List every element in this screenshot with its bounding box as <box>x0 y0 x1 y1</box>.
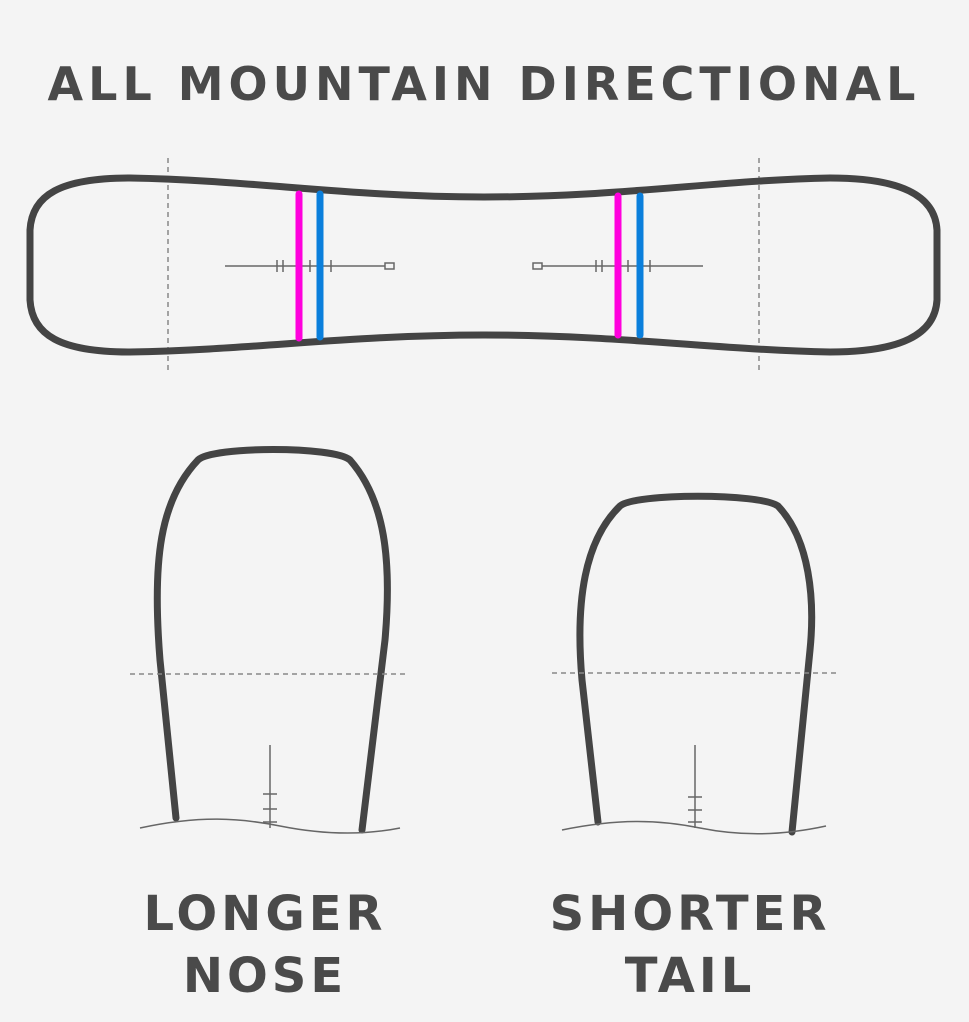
tail-cut-line <box>561 820 827 835</box>
board-outline <box>26 174 941 356</box>
snowboard-top-view <box>26 158 941 372</box>
left-insert-pattern <box>225 260 395 272</box>
tail-detail: SHORTER TAIL <box>550 492 837 1004</box>
tail-outline <box>576 492 816 836</box>
nose-insert-pattern <box>263 745 277 828</box>
nose-label-line1: LONGER <box>144 886 387 942</box>
tail-label-line1: SHORTER <box>550 886 831 942</box>
tail-insert-pattern <box>688 745 702 828</box>
nose-cut-line <box>139 818 401 834</box>
nose-label-line2: NOSE <box>183 948 347 1004</box>
diagram-title: ALL MOUNTAIN DIRECTIONAL <box>48 57 921 111</box>
nose-outline <box>153 446 391 834</box>
tail-label-line2: TAIL <box>625 948 756 1004</box>
nose-detail: LONGER NOSE <box>130 446 405 1004</box>
right-insert-pattern <box>532 260 703 272</box>
